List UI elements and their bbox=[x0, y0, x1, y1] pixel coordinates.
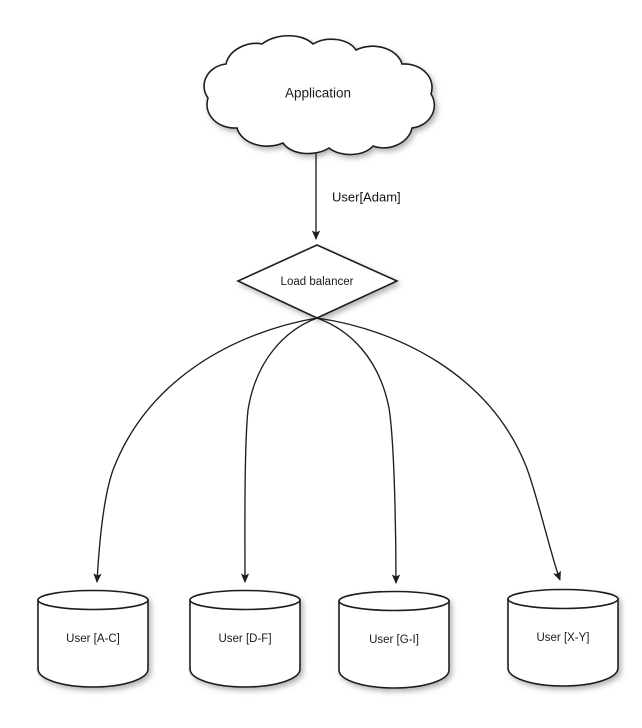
db-a-c-node[interactable]: User [A-C] bbox=[37, 589, 149, 688]
db-x-y-node[interactable]: User [X-Y] bbox=[507, 588, 619, 687]
db-d-f-body bbox=[189, 599, 301, 688]
cloud-shape bbox=[203, 34, 436, 156]
db-a-c-body bbox=[37, 599, 149, 688]
db-g-i-node[interactable]: User [G-I] bbox=[338, 590, 450, 689]
db-x-y-body bbox=[507, 598, 619, 687]
db-a-c-label: User [A-C] bbox=[66, 633, 120, 645]
application-cloud[interactable]: Application bbox=[203, 34, 436, 156]
db-d-f-node[interactable]: User [D-F] bbox=[189, 589, 301, 688]
db-g-i-label: User [G-I] bbox=[369, 634, 419, 646]
edge-to-db-x-y[interactable] bbox=[316, 317, 561, 581]
db-a-c-top bbox=[37, 589, 149, 611]
shard-edges-group bbox=[93, 317, 561, 584]
db-d-f-label: User [D-F] bbox=[218, 633, 271, 645]
edge-to-db-a-c[interactable] bbox=[93, 317, 318, 583]
application-cloud-label: Application bbox=[285, 86, 351, 101]
edge-to-db-d-f[interactable] bbox=[240, 317, 318, 583]
edge-to-db-g-i[interactable] bbox=[316, 317, 401, 584]
application-to-load-balancer-edge[interactable]: User[Adam] bbox=[311, 154, 401, 240]
load-balancer-node[interactable]: Load balancer bbox=[236, 244, 399, 319]
main-edge-label: User[Adam] bbox=[332, 189, 401, 204]
db-x-y-top bbox=[507, 588, 619, 610]
db-x-y-label: User [X-Y] bbox=[536, 632, 589, 644]
db-g-i-body bbox=[338, 600, 450, 689]
db-g-i-top bbox=[338, 590, 450, 612]
db-d-f-top bbox=[189, 589, 301, 611]
load-balancer-label: Load balancer bbox=[281, 276, 354, 288]
